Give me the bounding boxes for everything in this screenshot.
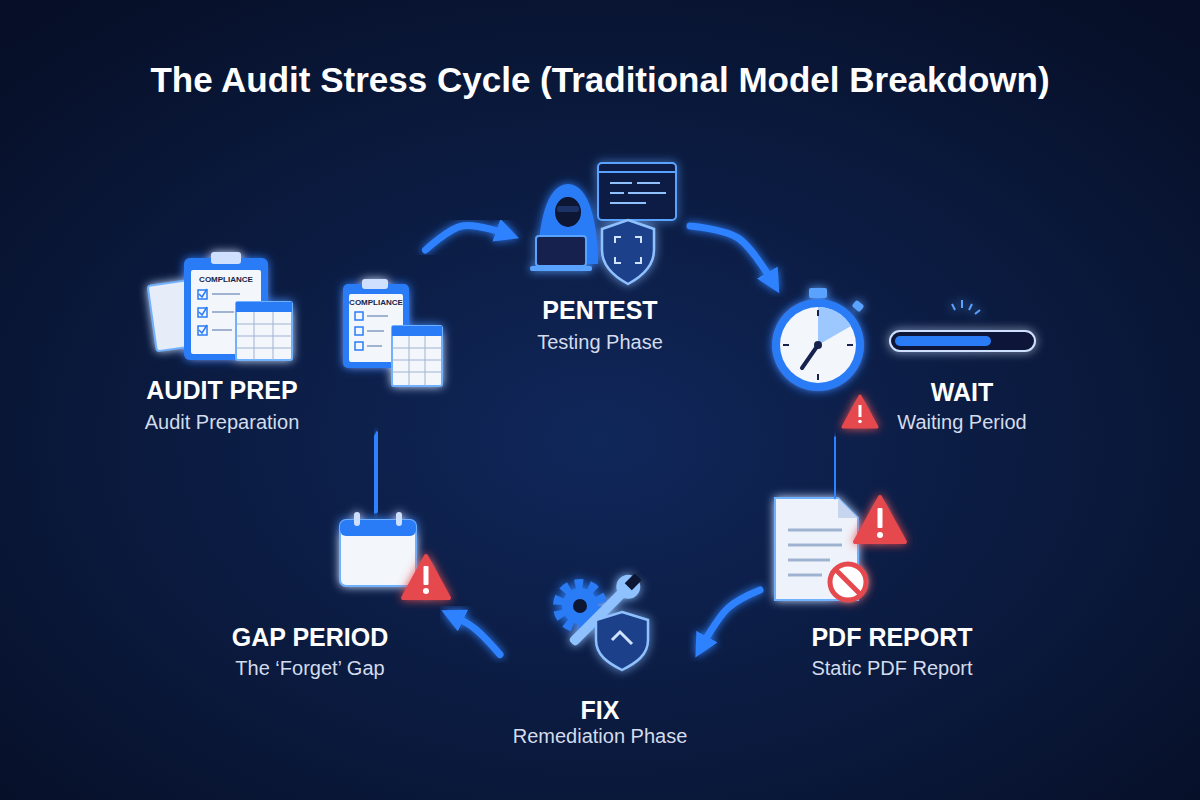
stage-heading: PENTEST xyxy=(485,295,715,325)
stage-subtitle: Static PDF Report xyxy=(777,656,1007,680)
warning-icon xyxy=(403,556,449,598)
document-icon xyxy=(775,498,866,600)
clipboard-icon xyxy=(343,279,442,386)
calendar-icon xyxy=(340,512,416,586)
cycle-arrow xyxy=(690,226,775,285)
cycle-arrow xyxy=(375,440,377,510)
cycle-stage: AUDIT PREPAudit Preparation xyxy=(120,250,445,440)
stage-heading: AUDIT PREP xyxy=(107,375,337,405)
clipboard-label: COMPLIANCE xyxy=(193,275,259,285)
cycle-stage: FIXRemediation Phase xyxy=(500,570,700,750)
stage-heading: PDF REPORT xyxy=(777,622,1007,652)
remediation-icon xyxy=(558,568,648,670)
stage-heading: FIX xyxy=(485,695,715,725)
cycle-arrow xyxy=(450,614,500,654)
diagram-title: The Audit Stress Cycle (Traditional Mode… xyxy=(0,58,1200,102)
hacker-icon xyxy=(530,163,676,284)
cycle-stage: PDF REPORT Static PDF Report xyxy=(760,490,1010,690)
warning-icon xyxy=(855,497,905,542)
stage-subtitle: The ‘Forget’ Gap xyxy=(195,656,425,680)
clipboard-icon xyxy=(148,252,292,360)
stage-heading: GAP PERIOD xyxy=(195,622,425,652)
clipboard-label: COMPLIANCE xyxy=(349,298,403,308)
cycle-arrow xyxy=(832,440,839,490)
stage-heading: WAIT xyxy=(847,377,1077,407)
stopwatch-icon xyxy=(772,288,864,391)
progress-bar xyxy=(890,300,1035,351)
stage-subtitle: Remediation Phase xyxy=(485,724,715,748)
cycle-arrow xyxy=(700,590,760,649)
warning-icon xyxy=(843,396,877,427)
stage-subtitle: Audit Preparation xyxy=(107,410,337,434)
cycle-stage: PENTESTTesting Phase xyxy=(510,160,690,360)
stage-subtitle: Waiting Period xyxy=(847,410,1077,434)
cycle-stage: GAP PERIODThe ‘Forget’ Gap xyxy=(200,510,450,690)
cycle-arrow xyxy=(426,226,511,250)
cycle-stage: WAITWaiting Period xyxy=(760,285,1050,440)
stage-subtitle: Testing Phase xyxy=(485,330,715,354)
